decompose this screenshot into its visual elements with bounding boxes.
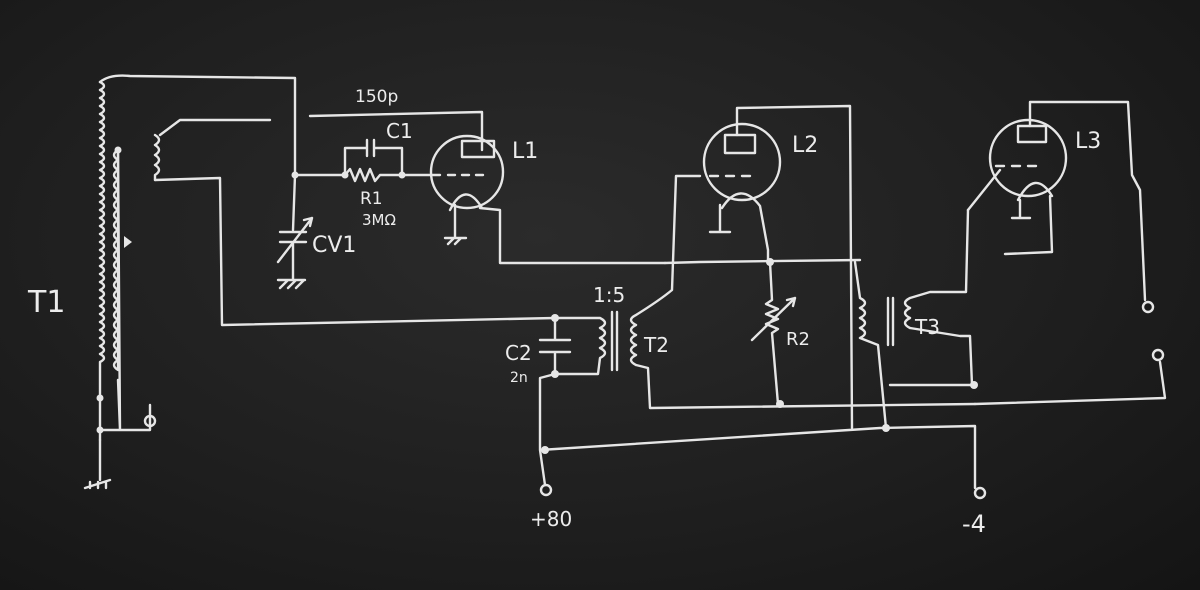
label-t3: T3: [914, 315, 940, 339]
label-minus-4: -4: [962, 510, 986, 538]
tube-l1: L1: [429, 134, 667, 265]
label-plus-80: +80: [530, 507, 572, 531]
grid-leak-c1-r1: C1 R1 3MΩ 150p: [293, 87, 484, 229]
label-c2: C2: [505, 341, 532, 365]
tube-l2: L2 R2: [663, 104, 862, 430]
label-r1-value: 3MΩ: [362, 211, 396, 229]
label-l3: L3: [1075, 129, 1101, 154]
label-t2-ratio: 1:5: [593, 283, 625, 307]
label-l1: L1: [512, 139, 538, 164]
label-c1: C1: [386, 119, 413, 143]
label-cv1: CV1: [312, 233, 356, 258]
label-l2: L2: [792, 133, 818, 158]
label-150p: 150p: [355, 87, 398, 107]
tube-l3: L3: [966, 100, 1167, 406]
transformer-t1: T1: [27, 74, 557, 490]
variable-capacitor-cv1: CV1: [276, 171, 356, 290]
label-t2: T2: [643, 333, 669, 357]
label-r2: R2: [786, 329, 810, 350]
transformer-t2: 1:5 T2 C2 2n +80: [505, 174, 977, 531]
label-r1: R1: [360, 189, 383, 209]
label-t1: T1: [27, 285, 65, 320]
transformer-t3: T3 -4: [853, 208, 987, 538]
label-c2-value: 2n: [510, 370, 528, 386]
